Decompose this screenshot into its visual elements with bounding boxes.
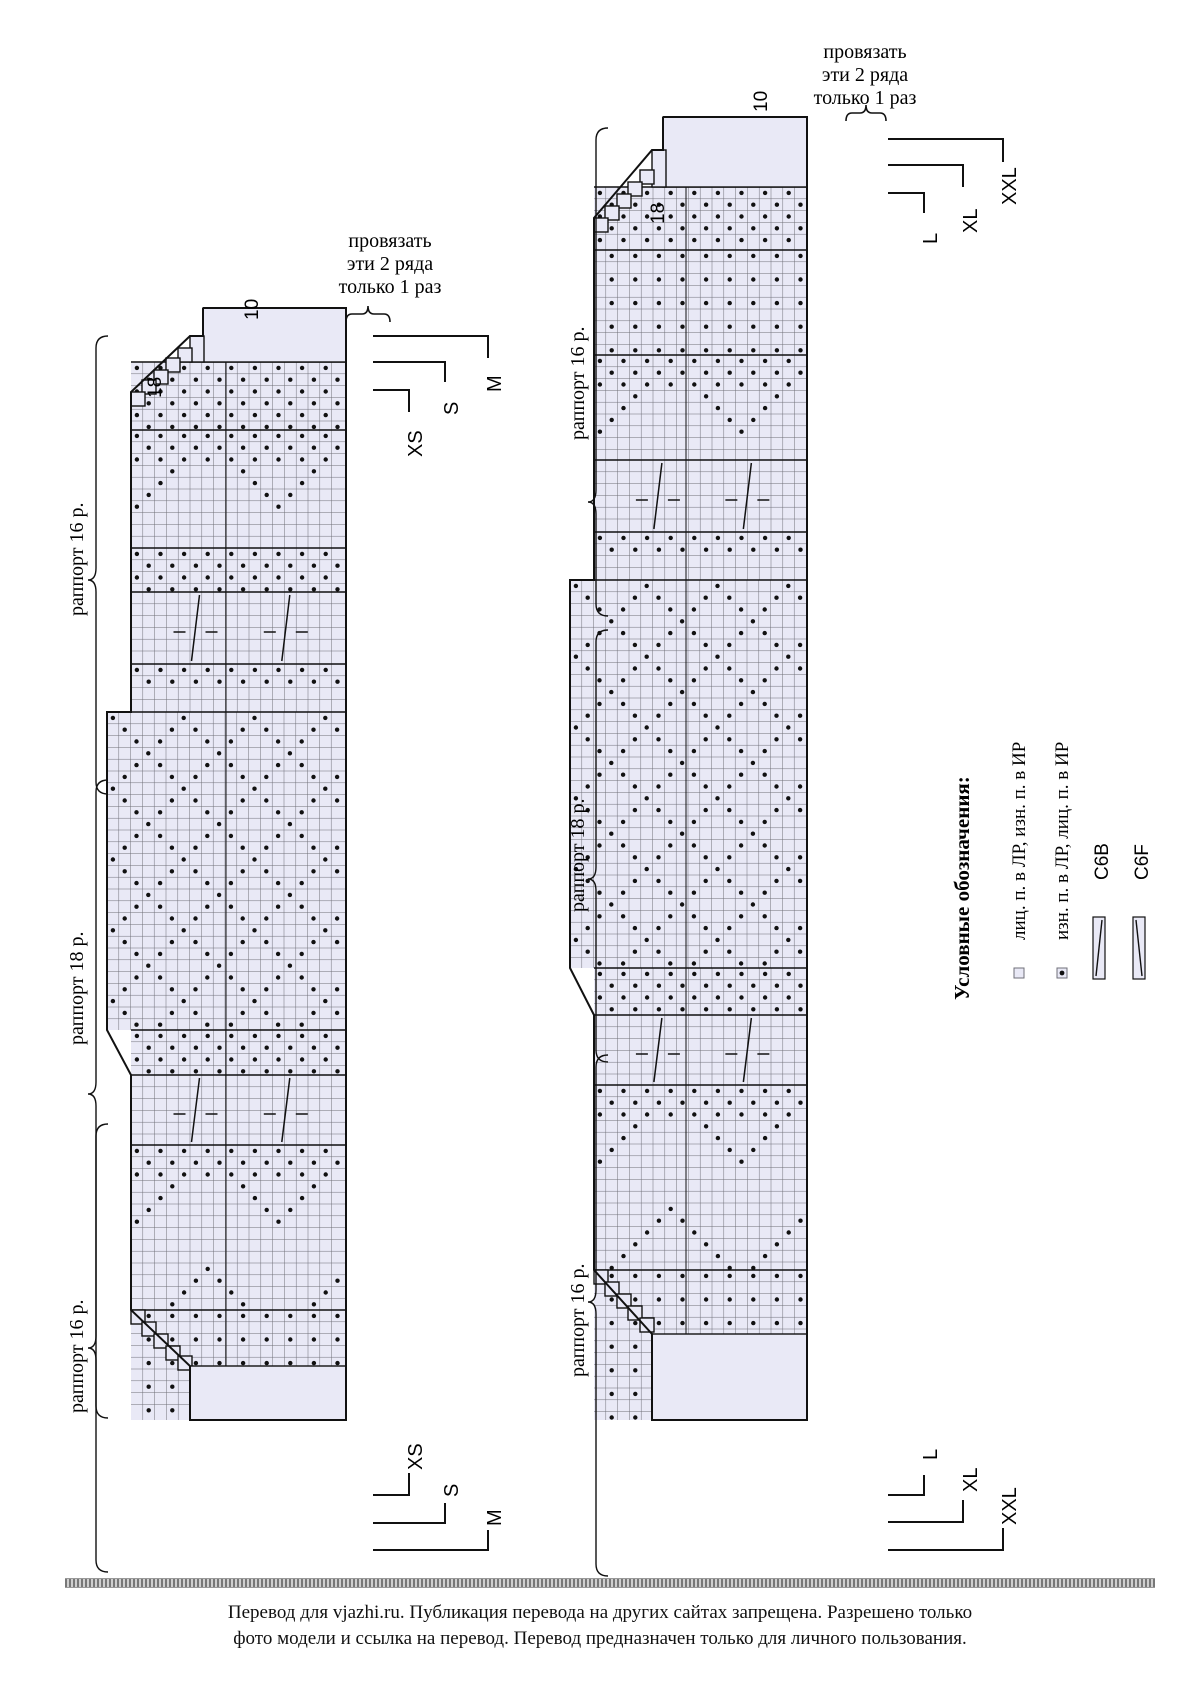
chart-left-bottom-leader-s — [373, 1503, 446, 1524]
legend-title: Условные обозначения: — [950, 776, 974, 1000]
chart-right-bottom-leader-l — [888, 1475, 925, 1496]
chart-left-top-size-s: S — [441, 402, 463, 415]
chart-right-note-line-1: провязать — [823, 41, 906, 63]
chart-right-top-size-l: L — [920, 233, 942, 244]
chart-left-repeat-brace-2 — [87, 779, 109, 1419]
chart-right-bottom-leader-xxl — [888, 1528, 1004, 1551]
chart-right-grid — [569, 116, 808, 1421]
chart-left-top-leader-m — [373, 335, 489, 358]
chart-left-bottom-size-xs: XS — [405, 1443, 427, 1470]
chart-right-note-line-3: только 1 раз — [814, 87, 917, 109]
chart-right-note-brace — [845, 104, 887, 122]
chart-left-repeat-label-3: раппорт 16 р. — [66, 1300, 88, 1414]
chart-right-repeat-label-1: раппорт 16 р. — [567, 327, 589, 441]
legend-item-2-label: изн. п. в ЛР, лиц. п. в ИР — [1052, 742, 1073, 940]
footer-text: Перевод для vjazhi.ru. Публикация перево… — [40, 1600, 1160, 1652]
chart-right: провязать эти 2 ряда только 1 раз 10 18 … — [567, 41, 1021, 1577]
chart-left-top-size-m: M — [484, 375, 506, 392]
legend-empty-cell-symbol — [1013, 967, 1025, 979]
footer-line-1: Перевод для vjazhi.ru. Публикация перево… — [227, 1602, 973, 1623]
chart-left-repeat-label-2: раппорт 18 р. — [66, 932, 88, 1046]
chart-right-top-leader-l — [888, 192, 925, 213]
chart-right-repeat-label-2: раппорт 18 р. — [567, 799, 589, 913]
chart-right-top-size-xxl: XXL — [999, 167, 1021, 205]
legend: Условные обозначения: лиц. п. в ЛР, изн.… — [950, 742, 1153, 1000]
chart-left-bottom-leader-m — [373, 1530, 489, 1551]
chart-right-top-leader-xxl — [888, 138, 1004, 162]
chart-right-bottom-size-xxl: XXL — [999, 1487, 1021, 1525]
legend-item-4-label: С6F — [1132, 844, 1153, 880]
chart-right-top-leader-xl — [888, 164, 964, 187]
chart-right-bottom-size-l: L — [920, 1449, 942, 1460]
chart-left-top-size-xs: XS — [405, 430, 427, 457]
chart-left-bottom-size-s: S — [441, 1484, 463, 1497]
chart-right-repeat-label-3: раппорт 16 р. — [567, 1264, 589, 1378]
chart-left: провязать эти 2 ряда только 1 раз 10 18 … — [66, 230, 506, 1573]
chart-right-row-label-18: 18 — [648, 203, 669, 224]
chart-right-bottom-size-xl: XL — [960, 1468, 982, 1492]
chart-left-grid — [106, 307, 347, 1421]
chart-left-row-label-18: 18 — [145, 377, 166, 398]
chart-right-note-line-2: эти 2 ряда — [822, 64, 908, 86]
legend-item-1-label: лиц. п. в ЛР, изн. п. в ИР — [1009, 742, 1030, 940]
footer-divider — [65, 1578, 1155, 1588]
chart-left-top-leader-xs — [373, 389, 410, 412]
chart-left-bottom-leader-xs — [373, 1473, 410, 1496]
chart-left-note-line-3: только 1 раз — [339, 276, 442, 298]
chart-left-note-line-2: эти 2 ряда — [347, 253, 433, 275]
chart-left-repeat-label-1: раппорт 16 р. — [66, 503, 88, 617]
chart-left-repeat-brace-3 — [87, 1123, 109, 1573]
chart-left-repeat-brace-1 — [87, 335, 109, 795]
chart-right-repeat-brace-3 — [587, 1054, 609, 1577]
chart-left-note-brace — [345, 305, 391, 323]
chart-right-row-label-10: 10 — [751, 91, 772, 112]
cable-back-icon — [1095, 919, 1103, 977]
chart-right-repeat-brace-1 — [587, 127, 609, 617]
legend-item-3-label: С6В — [1092, 843, 1113, 880]
chart-right-bottom-leader-xl — [888, 1500, 964, 1523]
cable-front-icon — [1135, 919, 1143, 977]
legend-dot-icon — [1059, 970, 1065, 976]
chart-left-top-leader-s — [373, 361, 446, 382]
chart-left-note-line-1: провязать — [348, 230, 431, 252]
chart-right-top-size-xl: XL — [960, 209, 982, 233]
chart-left-bottom-size-m: M — [484, 1509, 506, 1526]
footer-line-2: фото модели и ссылка на перевод. Перевод… — [233, 1628, 967, 1649]
chart-right-repeat-brace-2 — [587, 629, 609, 1063]
chart-left-row-label-10: 10 — [242, 299, 263, 320]
